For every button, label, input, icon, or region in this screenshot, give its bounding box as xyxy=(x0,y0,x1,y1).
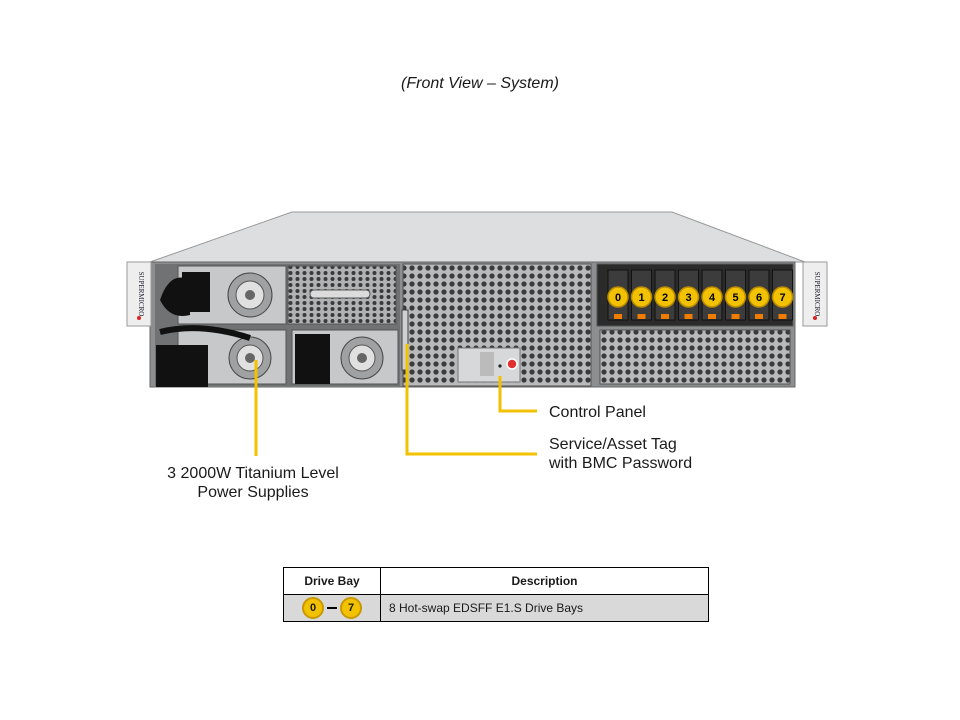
drive-bay-table: Drive Bay Description 0 7 8 Hot-swap EDS… xyxy=(283,567,709,622)
drive-release-tab[interactable] xyxy=(637,314,646,319)
drive-bay-badge xyxy=(607,286,629,308)
table-header-row: Drive Bay Description xyxy=(283,567,709,595)
drive-bay-number: 3 xyxy=(685,292,691,304)
power-supplies-line-2: Power Supplies xyxy=(197,484,309,501)
power-supplies-line-1: 3 2000W Titanium Level xyxy=(167,465,339,482)
drive-release-tab[interactable] xyxy=(708,314,716,319)
rack-ear-left: SUPERMICRO xyxy=(126,261,152,327)
drive-release-tab[interactable] xyxy=(684,314,693,319)
service-tag-line-2: with BMC Password xyxy=(549,455,693,472)
callout-line-control-panel xyxy=(498,376,537,413)
supermicro-logo-left: SUPERMICRO xyxy=(137,272,145,317)
drive-bay-number: 0 xyxy=(615,292,621,304)
drive-release-tab[interactable] xyxy=(755,314,763,319)
control-panel-label: Control Panel xyxy=(549,404,646,421)
supermicro-logo-right: SUPERMICRO xyxy=(813,272,821,317)
service-tag-slot xyxy=(401,309,409,371)
callout-lines xyxy=(254,344,537,456)
service-tag-line-1: Service/Asset Tag xyxy=(549,436,677,453)
bay-badge-start: 0 xyxy=(302,597,324,619)
drive-bay-badge xyxy=(724,286,747,308)
drive-bays: 0 1 2 3 4 5 6 7 xyxy=(607,269,794,321)
service-tag-label: Service/Asset Tag with BMC Password xyxy=(549,435,692,473)
chassis-top xyxy=(149,211,806,263)
drive-release-tab[interactable] xyxy=(614,314,622,319)
header-drive-bay: Drive Bay xyxy=(283,567,381,595)
description-cell: 8 Hot-swap EDSFF E1.S Drive Bays xyxy=(380,594,709,622)
bay-range-cell: 0 7 xyxy=(283,594,381,622)
drive-bay-number: 5 xyxy=(732,292,738,304)
drive-bay-number: 1 xyxy=(638,292,644,304)
drive-bay-badge xyxy=(677,286,700,308)
figure-caption: (Front View – System) xyxy=(401,75,559,92)
drive-bay-number: 2 xyxy=(662,292,668,304)
callout-line-service-tag xyxy=(405,344,537,456)
drive-release-tab[interactable] xyxy=(778,314,787,319)
rack-ear-right: SUPERMICRO xyxy=(802,261,828,327)
table-row: 0 7 8 Hot-swap EDSFF E1.S Drive Bays xyxy=(283,594,709,622)
drive-bay-badge xyxy=(771,286,794,308)
power-supplies-label: 3 2000W Titanium Level Power Supplies xyxy=(148,464,358,502)
drive-release-tab[interactable] xyxy=(661,314,669,319)
bay-badge-end: 7 xyxy=(340,597,362,619)
drive-bay-number: 4 xyxy=(709,292,716,304)
drive-bay-badge xyxy=(630,286,653,308)
power-supply-area xyxy=(155,264,400,387)
control-panel xyxy=(457,347,521,383)
drive-bay-number: 6 xyxy=(756,292,762,304)
header-description: Description xyxy=(380,567,709,595)
drive-bay-badge xyxy=(748,286,770,308)
drive-bay-number: 7 xyxy=(779,292,785,304)
drive-release-tab[interactable] xyxy=(731,314,740,319)
drive-bay-badge xyxy=(654,286,676,308)
range-dash xyxy=(327,607,337,609)
drive-bay-badge xyxy=(701,286,723,308)
